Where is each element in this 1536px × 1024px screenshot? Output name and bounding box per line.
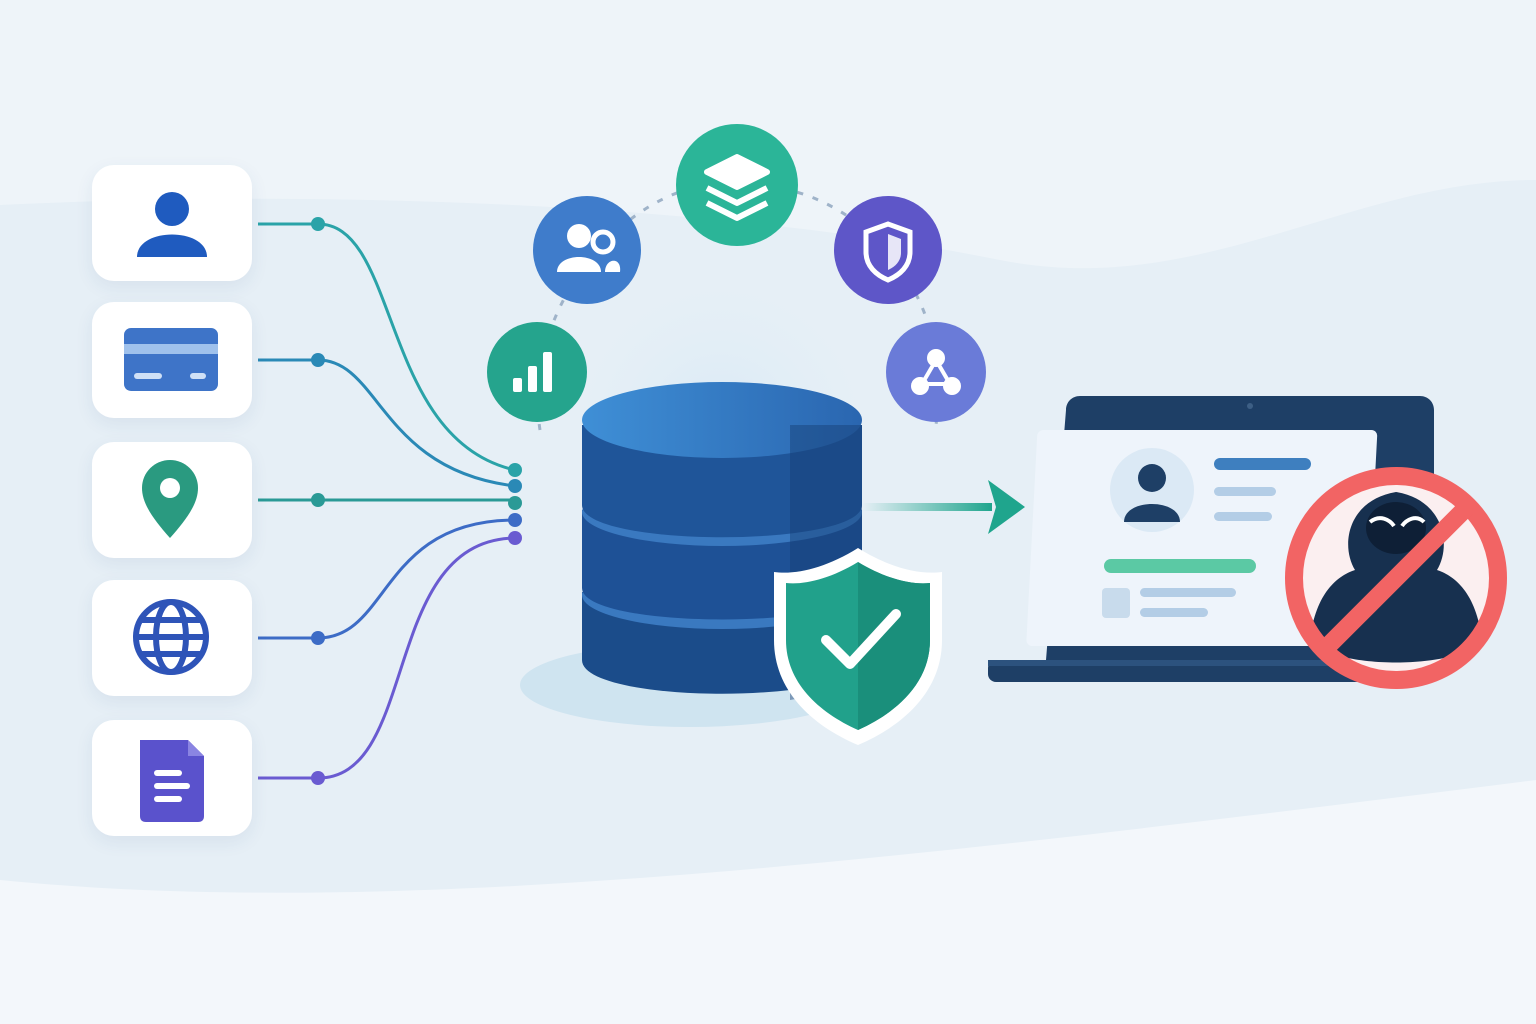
connection-line-globe [258,518,516,640]
hub-icon-layers [676,124,798,246]
shield-check-icon [774,548,942,745]
data-source-card-web [92,580,252,696]
hacker-blocked-icon [1285,467,1507,689]
profile-bar-highlight [1104,559,1256,573]
hub-icon-shield [834,196,942,304]
hub-icon-bar-chart [487,322,587,422]
network-icon [911,349,961,395]
location-pin-icon [142,460,198,538]
credit-card-icon [124,328,218,391]
bar-chart-icon [513,352,552,392]
background-wave-bottom [0,780,1536,1024]
profile-thumbnail [1102,588,1130,618]
hub-icon-network [886,322,986,422]
data-source-card-payment [92,302,252,418]
connection-lines [258,222,516,780]
profile-line-4 [1140,588,1236,597]
data-source-card-document [92,720,252,836]
profile-line-1 [1214,458,1311,470]
layers-icon [704,154,770,221]
document-icon [140,740,204,822]
users-icon [557,224,621,272]
hub-icon-users [533,196,641,304]
data-source-card-user [92,165,252,281]
flow-arrow [862,480,1025,534]
connection-nodes [311,217,522,785]
profile-line-3 [1214,512,1272,521]
data-source-card-location [92,442,252,558]
shield-icon [863,221,913,283]
connection-line-card [258,358,516,488]
globe-icon [133,599,209,675]
user-icon [137,192,207,257]
connection-line-user [258,222,516,472]
connection-line-document [258,536,516,780]
profile-line-5 [1140,608,1208,617]
profile-line-2 [1214,487,1276,496]
